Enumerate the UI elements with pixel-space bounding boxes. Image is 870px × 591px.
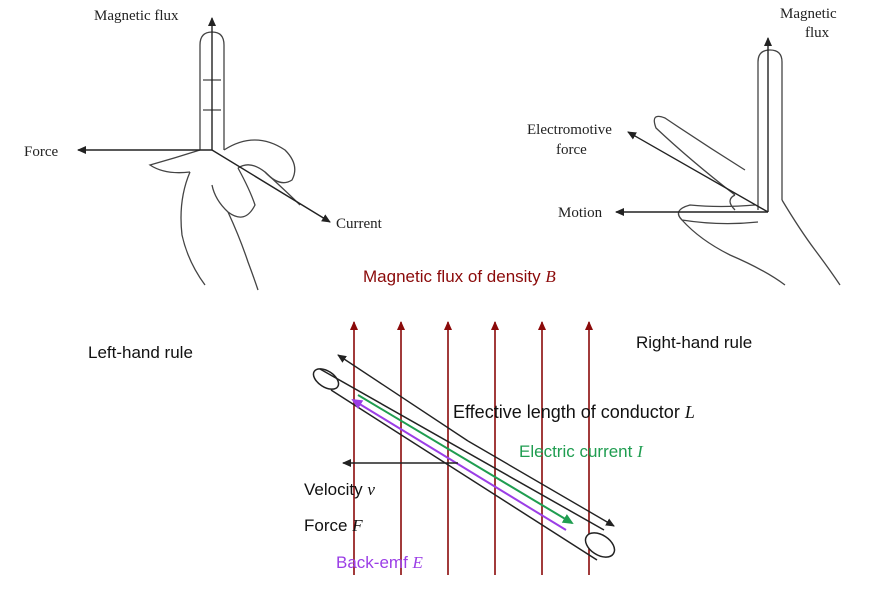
right-hand-rule-caption: Right-hand rule (636, 333, 752, 352)
velocity-label: Velocity v (304, 480, 375, 499)
electric-current-arrow (357, 394, 574, 525)
back-emf-symbol: E (412, 553, 424, 572)
left-hand-force-label: Force (24, 144, 58, 160)
right-hand-axes (615, 37, 772, 216)
back-emf-arrow (351, 398, 567, 531)
velocity-symbol: v (367, 480, 375, 499)
flux-density-label: Magnetic flux of density B (363, 267, 556, 286)
force-label: Force F (304, 516, 363, 535)
right-hand-emf-label-line2: force (556, 142, 587, 158)
effective-length-arrow (337, 354, 615, 527)
force-symbol: F (351, 516, 363, 535)
left-hand-current-label: Current (336, 216, 383, 232)
right-hand-emf-label-line1: Electromotive (527, 122, 612, 138)
right-hand-motion-label: Motion (558, 205, 603, 221)
effective-length-label: Effective length of conductor L (453, 402, 695, 422)
conductor (312, 368, 616, 561)
right-hand-flux-label-line2: flux (805, 25, 830, 41)
electric-current-label: Electric current I (519, 442, 644, 461)
back-emf-label: Back-emf E (336, 553, 424, 572)
left-hand-flux-label: Magnetic flux (94, 8, 179, 24)
left-hand-rule-caption: Left-hand rule (88, 343, 193, 362)
flux-density-symbol: B (545, 267, 556, 286)
right-hand-illustration (653, 49, 841, 286)
left-hand-illustration (148, 31, 301, 291)
right-hand-flux-label-line1: Magnetic (780, 6, 837, 22)
current-symbol: I (636, 442, 644, 461)
length-symbol: L (684, 402, 695, 422)
left-hand-axes (77, 17, 331, 223)
